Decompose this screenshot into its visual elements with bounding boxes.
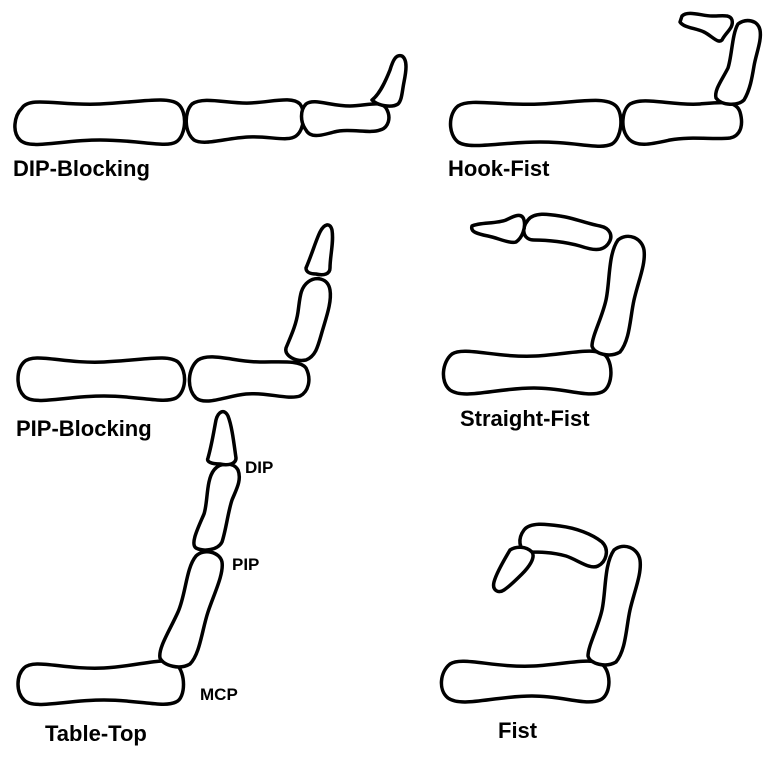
proximal-phalanx-bone: [184, 98, 306, 144]
distal-phalanx-bone: [304, 223, 335, 277]
dip-joint-label: DIP: [245, 458, 273, 477]
metacarpal-bone: [441, 349, 613, 396]
distal-phalanx-bone: [469, 213, 527, 245]
metacarpal-bone: [16, 659, 186, 707]
panel-pip-blocking: PIP-Blocking: [16, 223, 335, 441]
panel-title: Straight-Fist: [460, 406, 590, 431]
panel-hook-fist: Hook-Fist: [448, 11, 763, 181]
metacarpal-bone: [439, 659, 611, 704]
proximal-phalanx-bone: [187, 355, 311, 403]
middle-phalanx-bone: [713, 18, 763, 106]
middle-phalanx-bone: [284, 276, 333, 363]
metacarpal-bone: [448, 98, 623, 148]
panel-fist: Fist: [439, 522, 643, 743]
panel-title: PIP-Blocking: [16, 416, 152, 441]
distal-phalanx-bone: [491, 545, 535, 594]
panel-title: Fist: [498, 718, 538, 743]
proximal-phalanx-bone: [621, 99, 744, 146]
distal-phalanx-bone: [370, 53, 408, 108]
panel-title: Table-Top: [45, 721, 147, 746]
proximal-phalanx-bone: [158, 550, 224, 669]
metacarpal-bone: [16, 356, 187, 403]
pip-joint-label: PIP: [232, 555, 259, 574]
middle-phalanx-bone: [299, 100, 391, 138]
panel-title: DIP-Blocking: [13, 156, 150, 181]
middle-phalanx-bone: [522, 212, 613, 252]
panel-dip-blocking: DIP-Blocking: [13, 53, 408, 181]
middle-phalanx-bone: [192, 462, 242, 552]
panel-straight-fist: Straight-Fist: [441, 212, 647, 431]
panel-title: Hook-Fist: [448, 156, 550, 181]
distal-phalanx-bone: [205, 409, 238, 467]
metacarpal-bone: [13, 98, 187, 147]
distal-phalanx-bone: [678, 11, 735, 43]
proximal-phalanx-bone: [586, 544, 643, 667]
panel-table-top: DIP PIP MCP Table-Top: [16, 409, 273, 746]
proximal-phalanx-bone: [590, 234, 647, 357]
mcp-joint-label: MCP: [200, 685, 238, 704]
